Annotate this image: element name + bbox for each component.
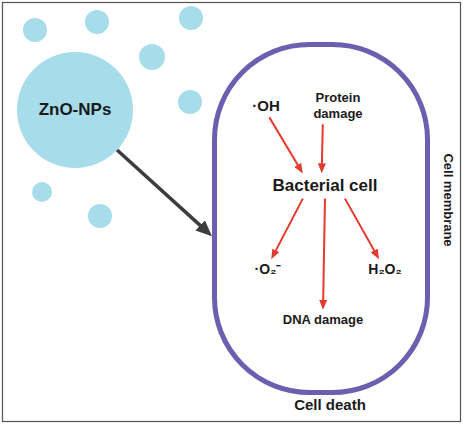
- node-text: ZnO-NPs: [39, 99, 112, 120]
- radical-label: ·OH: [249, 95, 283, 118]
- nanoparticle-dot: [178, 90, 202, 114]
- node-text: ·OH: [252, 97, 280, 116]
- node-text: Cell membrane: [440, 153, 456, 246]
- cell-label: Bacterial cell: [270, 173, 381, 198]
- node-text: DNA damage: [283, 312, 363, 328]
- nanoparticle-dot: [179, 6, 203, 30]
- effect-label: DNA damage: [280, 310, 366, 330]
- product-label: H₂O₂: [365, 259, 404, 281]
- arrow-connector: [269, 117, 298, 166]
- circle-fill: [17, 52, 133, 168]
- cell-membrane-line: [215, 45, 428, 393]
- caption-label: Cell death: [294, 396, 366, 415]
- radical-label: ·O₂⁻: [252, 259, 285, 281]
- arrow-connector: [117, 150, 202, 227]
- node-text: H₂O₂: [368, 261, 401, 279]
- nanoparticle-dot: [88, 204, 112, 228]
- nanoparticle-dot: [139, 44, 165, 70]
- effect-label: Protein damage: [300, 88, 376, 125]
- nanoparticle-dot: [32, 182, 52, 202]
- arrow-connector: [275, 199, 303, 253]
- bacterial-cell-outline: Cell membrane·OHProtein damageBacterial …: [212, 42, 430, 395]
- arrow-connector: [323, 199, 325, 302]
- nanoparticle-circle: ZnO-NPs: [17, 52, 133, 168]
- node-text: ·O₂⁻: [255, 261, 282, 279]
- arrow-connector: [345, 199, 375, 253]
- nanoparticle-dot: [85, 10, 109, 34]
- nanoparticle-dot: [23, 18, 47, 42]
- node-text: Bacterial cell: [273, 175, 378, 196]
- node-text: Protein damage: [303, 90, 373, 123]
- arrow-connector: [321, 124, 324, 165]
- figure-frame: [3, 3, 461, 422]
